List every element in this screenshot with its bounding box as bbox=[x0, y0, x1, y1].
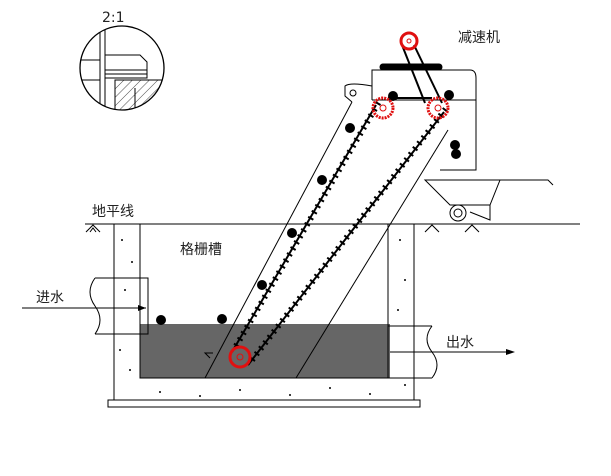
ground-line-label: 地平线 bbox=[92, 204, 134, 220]
concrete-dots bbox=[119, 239, 406, 397]
water-in-label: 进水 bbox=[36, 290, 64, 306]
reducer-label: 减速机 bbox=[458, 30, 500, 46]
head-sprocket-right-icon bbox=[426, 96, 450, 120]
inlet-pipe: 进水 bbox=[22, 277, 149, 335]
tank: 格栅槽 bbox=[107, 224, 421, 408]
detail-view: 2:1 bbox=[79, 10, 165, 111]
sprockets bbox=[228, 31, 450, 369]
debris bbox=[156, 90, 461, 325]
outlet-pipe: 出水 bbox=[388, 325, 515, 379]
wheelbarrow-icon bbox=[423, 179, 554, 222]
water bbox=[140, 324, 390, 378]
water-out-label: 出水 bbox=[446, 335, 474, 351]
screen-frame bbox=[203, 63, 477, 379]
ground-line: 地平线 bbox=[85, 204, 580, 233]
chain bbox=[231, 44, 451, 366]
grille-tank-label: 格栅槽 bbox=[180, 242, 222, 258]
tail-sprocket-icon bbox=[228, 345, 252, 369]
drive-sprocket-icon bbox=[399, 31, 419, 51]
detail-scale-label: 2:1 bbox=[102, 10, 125, 26]
head-sprocket-left-icon bbox=[371, 96, 395, 120]
